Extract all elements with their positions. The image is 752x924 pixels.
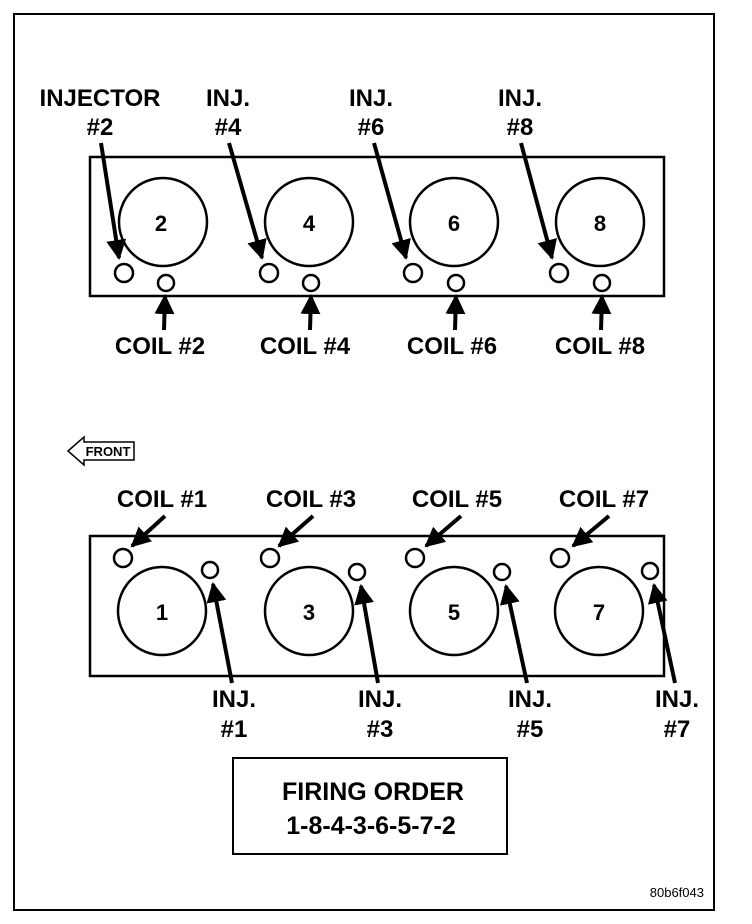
coil-label: COIL #2 — [115, 333, 205, 360]
coil-port — [592, 273, 612, 293]
pointer-arrow — [424, 514, 463, 548]
cylinder-number: 3 — [303, 600, 315, 625]
coil-label: COIL #1 — [117, 486, 207, 513]
bottom-bank-head — [88, 534, 666, 678]
cylinder-bore — [408, 565, 500, 657]
pointer-arrow — [277, 514, 315, 548]
coil-port — [156, 273, 176, 293]
pointer-arrow — [519, 142, 557, 260]
firing-order-box — [232, 757, 508, 855]
injector-port — [258, 262, 280, 284]
figure-id: 80b6f043 — [650, 885, 704, 900]
injector-port — [113, 262, 135, 284]
pointer-arrow — [154, 294, 175, 331]
injector-port — [200, 560, 220, 580]
coil-label: COIL #3 — [266, 486, 356, 513]
pointer-arrow — [227, 142, 267, 260]
injector-label: INJ. — [498, 85, 542, 112]
cylinder-bore — [263, 176, 355, 268]
injector-label: #2 — [87, 114, 114, 141]
front-label: FRONT — [86, 444, 131, 459]
pointer-arrow — [647, 583, 677, 684]
coil-label: COIL #8 — [555, 333, 645, 360]
pointer-arrow — [206, 582, 234, 684]
diagram-frame — [13, 13, 715, 911]
pointer-arrow — [372, 142, 411, 260]
coil-port — [259, 547, 281, 569]
injector-label: INJ. — [206, 85, 250, 112]
coil-port — [446, 273, 466, 293]
coil-port — [301, 273, 321, 293]
cylinder-number: 6 — [448, 211, 460, 236]
injector-label: INJ. — [212, 686, 256, 713]
pointer-arrow — [571, 514, 611, 548]
injector-label: INJ. — [655, 686, 699, 713]
injector-label: #5 — [517, 716, 544, 743]
injector-port — [548, 262, 570, 284]
top-bank-head — [88, 155, 666, 298]
injector-label: #4 — [215, 114, 242, 141]
injector-label: #7 — [664, 716, 691, 743]
pointer-arrow — [591, 294, 612, 331]
injector-label: #6 — [358, 114, 385, 141]
pointer-arrow — [354, 584, 380, 684]
injector-label: #3 — [367, 716, 394, 743]
injector-label: #1 — [221, 716, 248, 743]
injector-label: INJ. — [508, 686, 552, 713]
coil-label: COIL #5 — [412, 486, 502, 513]
cylinder-bore — [117, 176, 209, 268]
injector-label: INJ. — [349, 85, 393, 112]
cylinder-number: 2 — [155, 211, 167, 236]
pointer-arrow — [445, 294, 466, 331]
injector-label: INJ. — [358, 686, 402, 713]
injector-label: #8 — [507, 114, 534, 141]
firing-order-sequence: 1-8-4-3-6-5-7-2 — [286, 812, 456, 840]
firing-order-title: FIRING ORDER — [282, 778, 464, 806]
injector-port — [640, 561, 660, 581]
cylinder-number: 5 — [448, 600, 460, 625]
pointer-arrow — [500, 584, 529, 684]
cylinder-bore — [554, 176, 646, 268]
injector-port — [492, 562, 512, 582]
cylinder-number: 4 — [303, 211, 316, 236]
cylinder-number: 7 — [593, 600, 605, 625]
pointer-arrow — [130, 514, 167, 548]
coil-label: COIL #4 — [260, 333, 351, 360]
cylinder-number: 1 — [156, 600, 168, 625]
cylinder-bore — [553, 565, 645, 657]
coil-port — [404, 547, 426, 569]
coil-label: COIL #6 — [407, 333, 497, 360]
injector-port — [347, 562, 367, 582]
cylinder-bore — [408, 176, 500, 268]
coil-label: COIL #7 — [559, 486, 649, 513]
pointer-arrow — [99, 142, 127, 260]
pointer-arrow — [300, 294, 321, 331]
front-arrow-icon: FRONT — [66, 435, 135, 467]
coil-port — [549, 547, 571, 569]
injector-port — [402, 262, 424, 284]
injector-label: INJECTOR — [40, 85, 161, 112]
cylinder-bore — [263, 565, 355, 657]
cylinder-number: 8 — [594, 211, 606, 236]
coil-port — [112, 547, 134, 569]
cylinder-bore — [116, 565, 208, 657]
